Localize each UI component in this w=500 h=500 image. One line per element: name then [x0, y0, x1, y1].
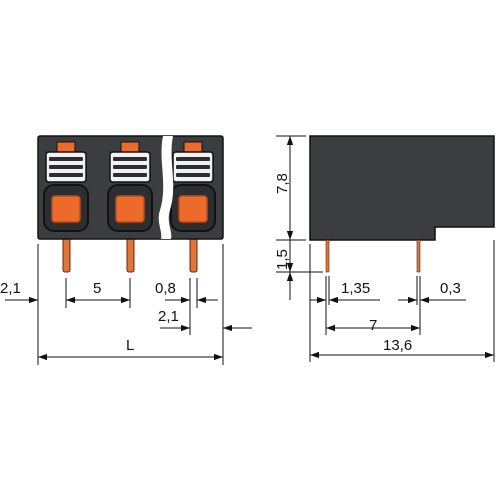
front-dimension-labels: 2,1 5 0,8 2,1 L	[0, 280, 179, 354]
push-button	[178, 195, 208, 223]
slot-rib	[176, 173, 210, 177]
pole-cell	[107, 141, 153, 232]
front-dimensions	[5, 244, 252, 365]
label-pin-diameter-right: 0,3	[440, 280, 461, 297]
pole-cells	[43, 141, 216, 232]
pole-cell	[170, 141, 216, 232]
release-tab	[56, 141, 76, 153]
pole-cell	[43, 141, 89, 232]
label-depth: 13,6	[383, 337, 412, 354]
side-view	[309, 135, 495, 273]
slot-rib	[176, 165, 210, 169]
front-view	[37, 135, 224, 273]
label-length: L	[126, 337, 134, 354]
label-pitch: 5	[93, 280, 101, 297]
side-pin-left	[325, 239, 330, 273]
label-pin-diameter-left: 1,35	[341, 280, 370, 297]
slot-rib	[113, 157, 147, 161]
side-dimension-labels: 7,8 1,5 1,35 0,3 7 13,6	[274, 173, 461, 354]
slot-rib	[49, 173, 83, 177]
release-tab	[183, 141, 203, 153]
side-dimensions	[276, 135, 495, 362]
slot-rib	[113, 173, 147, 177]
side-pin-right	[416, 239, 421, 273]
slot-rib	[113, 165, 147, 169]
label-pin-length: 1,5	[274, 249, 291, 270]
release-tab	[120, 141, 140, 153]
push-button	[51, 195, 81, 223]
label-left-overhang: 2,1	[0, 280, 21, 297]
label-pin-spacing: 7	[369, 317, 377, 334]
slot-rib	[49, 165, 83, 169]
label-pin-width: 0,8	[155, 280, 176, 297]
slot-rib	[49, 157, 83, 161]
slot-rib	[176, 157, 210, 161]
break-line	[158, 136, 174, 239]
label-height: 7,8	[274, 173, 291, 194]
label-pin-offset: 2,1	[158, 308, 179, 325]
push-button	[115, 195, 145, 223]
side-housing	[309, 135, 495, 241]
